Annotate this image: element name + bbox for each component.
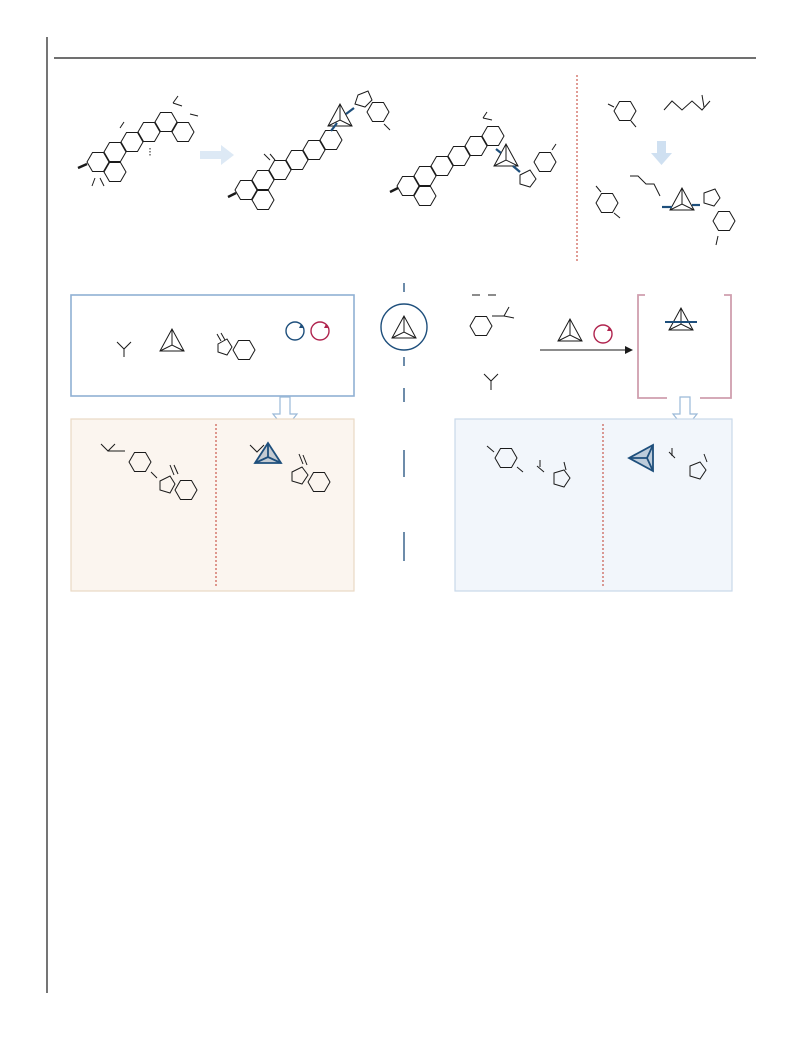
reagents-box-blue bbox=[70, 294, 355, 397]
clockwise-cycle-icon bbox=[593, 324, 613, 344]
beige-panel bbox=[70, 418, 355, 592]
reagents-content bbox=[116, 321, 330, 360]
thiophene-bcp-product bbox=[627, 443, 708, 480]
page-frame-lines bbox=[46, 37, 756, 993]
aryl-substrate bbox=[469, 294, 515, 390]
bracketed-product bbox=[637, 294, 732, 399]
clockwise-cycle-icon bbox=[310, 321, 330, 341]
bracketed-cage bbox=[665, 307, 697, 331]
block-arrow-down bbox=[651, 141, 672, 165]
block-arrow-right bbox=[200, 145, 234, 165]
clockwise-cycle-icon bbox=[285, 321, 305, 341]
thiophene-aryl-product bbox=[486, 445, 571, 488]
central-cage-badge bbox=[380, 303, 428, 351]
product-bcp-indolizine-2 bbox=[389, 111, 557, 206]
isoindoline-bcp-product bbox=[249, 441, 331, 492]
arene-chain-product bbox=[595, 175, 736, 246]
light-blue-panel bbox=[454, 418, 733, 592]
isoindoline-aryl-product bbox=[100, 443, 198, 500]
product-bcp-indolizine-1 bbox=[227, 90, 391, 210]
triterpene-starting-material bbox=[77, 95, 199, 187]
arene-chain-substrate bbox=[607, 94, 711, 128]
reaction-conditions bbox=[540, 318, 633, 354]
